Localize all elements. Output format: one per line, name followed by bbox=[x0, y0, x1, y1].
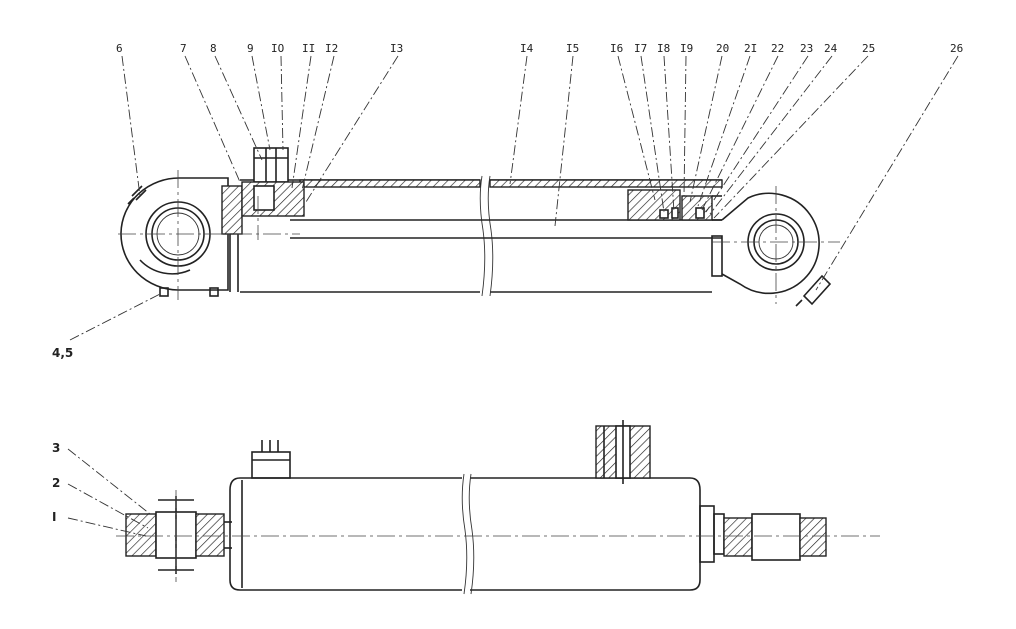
piston-rod bbox=[290, 219, 722, 239]
label-24: 24 bbox=[824, 42, 838, 55]
label-15: I5 bbox=[566, 42, 579, 55]
label-21: 2I bbox=[744, 42, 757, 55]
label-20: 20 bbox=[716, 42, 729, 55]
label-6: 6 bbox=[116, 42, 123, 55]
bottom-view-labels: 3 2 I bbox=[52, 441, 60, 524]
label-4-5: 4,5 bbox=[52, 346, 73, 360]
top-fitting-right bbox=[595, 420, 651, 484]
top-view-leaders bbox=[69, 55, 959, 341]
rod-gland bbox=[627, 189, 722, 221]
right-rod-end bbox=[699, 505, 827, 563]
label-14: I4 bbox=[520, 42, 534, 55]
bottom-view-leaders bbox=[67, 448, 151, 537]
label-23: 23 bbox=[800, 42, 813, 55]
label-25: 25 bbox=[862, 42, 875, 55]
label-22: 22 bbox=[771, 42, 784, 55]
label-13: I3 bbox=[390, 42, 403, 55]
label-10: IO bbox=[271, 42, 284, 55]
top-view-labels: 6 7 8 9 IO II I2 I3 I4 I5 I6 I7 I8 I9 20… bbox=[52, 42, 963, 360]
label-26: 26 bbox=[950, 42, 963, 55]
cylinder-end-cap bbox=[221, 185, 243, 235]
bottom-elevation-view: 3 2 I bbox=[52, 420, 880, 595]
label-12: I2 bbox=[325, 42, 338, 55]
label-3: 3 bbox=[52, 441, 60, 455]
label-9: 9 bbox=[247, 42, 254, 55]
label-2: 2 bbox=[52, 476, 60, 490]
port-fitting bbox=[241, 147, 305, 217]
label-8: 8 bbox=[210, 42, 217, 55]
barrel-elevation bbox=[229, 473, 701, 595]
left-clevis-eye bbox=[120, 177, 229, 297]
top-fitting-left bbox=[251, 440, 291, 479]
label-11: II bbox=[302, 42, 315, 55]
label-16: I6 bbox=[610, 42, 623, 55]
top-section-view: 6 7 8 9 IO II I2 I3 I4 I5 I6 I7 I8 I9 20… bbox=[52, 42, 963, 360]
label-7: 7 bbox=[180, 42, 187, 55]
label-18: I8 bbox=[657, 42, 670, 55]
label-17: I7 bbox=[634, 42, 647, 55]
label-19: I9 bbox=[680, 42, 693, 55]
label-1: I bbox=[52, 510, 56, 524]
